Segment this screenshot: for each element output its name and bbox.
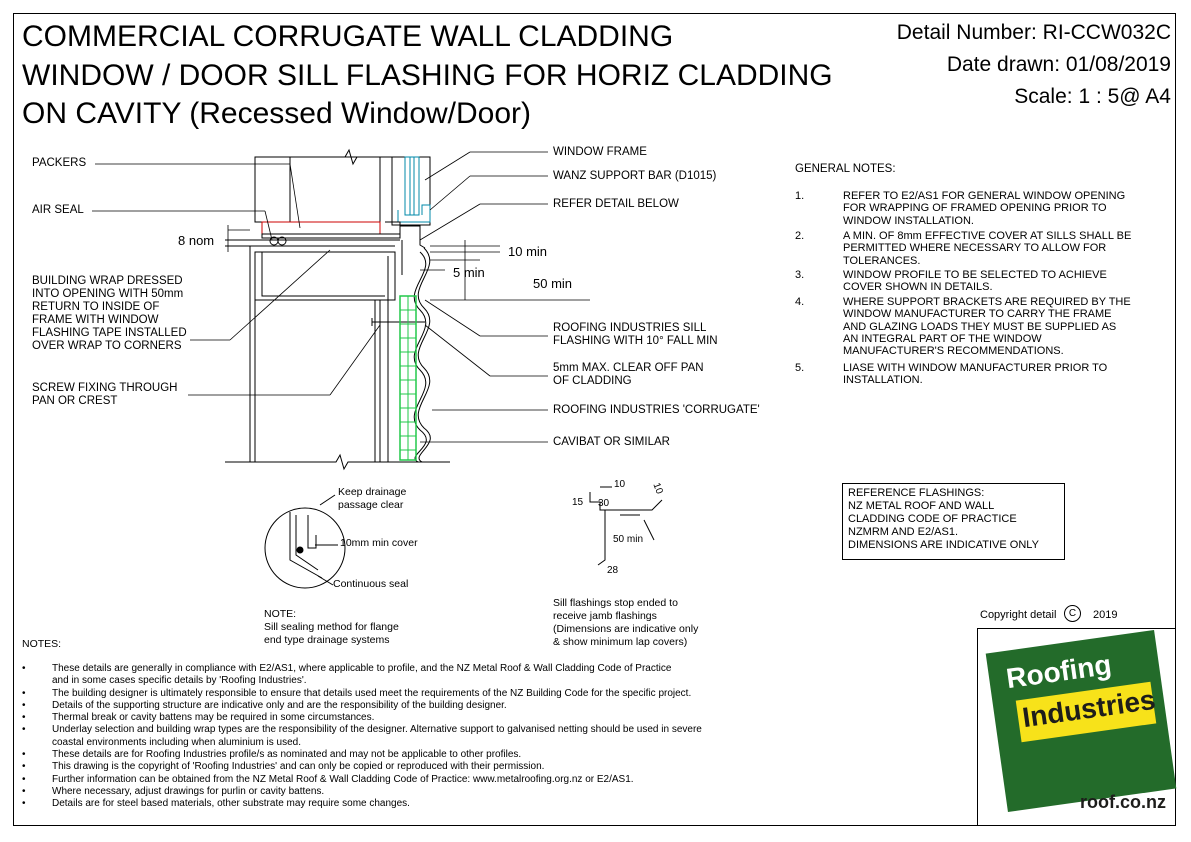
corrugate-profile (413, 251, 427, 463)
logo-url: roof.co.nz (1080, 792, 1166, 812)
logo-panel (977, 628, 1176, 826)
dim-50-min: 50 min (533, 276, 573, 291)
notes-list: •These details are generally in complian… (22, 663, 702, 810)
label-packers: PACKERS (32, 157, 87, 169)
profile-dim-30: 30 (598, 498, 610, 509)
detail-number: Detail Number: RI-CCW032C (896, 21, 1171, 44)
flashing-profile (589, 486, 663, 566)
sill-seal-detail (264, 494, 346, 589)
dim-10-min: 10 min (508, 244, 548, 259)
label-window-frame: WINDOW FRAME (553, 146, 647, 158)
dim-8-nom: 8 nom (178, 233, 215, 248)
scale: Scale: 1 : 5@ A4 (1014, 85, 1171, 108)
notes-heading: NOTES: (22, 638, 62, 650)
label-continuous-seal: Continuous seal (333, 578, 409, 590)
label-cover: 10mm min cover (340, 537, 418, 549)
label-corrugate: ROOFING INDUSTRIES 'CORRUGATE' (553, 404, 760, 416)
drawing-border (13, 13, 1176, 826)
profile-dim-10: 10 (614, 479, 626, 490)
title-line-2: WINDOW / DOOR SILL FLASHING FOR HORIZ CL… (22, 59, 833, 92)
label-support-bar: WANZ SUPPORT BAR (D1015) (553, 170, 717, 182)
title-line-3: ON CAVITY (Recessed Window/Door) (22, 97, 532, 130)
copyright-year: 2019 (1093, 609, 1118, 621)
label-cavibat: CAVIBAT OR SIMILAR (553, 436, 670, 448)
title-line-1: COMMERCIAL CORRUGATE WALL CLADDING (22, 20, 674, 53)
general-notes-heading: GENERAL NOTES: (795, 163, 896, 175)
cavibat-strip (399, 295, 417, 461)
dim-5-min: 5 min (453, 265, 485, 280)
profile-dim-50: 50 min (613, 534, 644, 545)
packer-block (261, 221, 381, 235)
copyright-icon: C (1064, 605, 1081, 622)
profile-dim-28: 28 (607, 565, 619, 576)
window-frame-outline (254, 156, 381, 223)
label-air-seal: AIR SEAL (32, 204, 84, 216)
copyright-text: Copyright detail (980, 609, 1057, 621)
label-refer-detail: REFER DETAIL BELOW (553, 198, 679, 210)
profile-dim-15: 15 (572, 497, 584, 508)
reference-flashings-box: REFERENCE FLASHINGS:NZ METAL ROOF AND WA… (842, 483, 1065, 560)
date-drawn: Date drawn: 01/08/2019 (946, 53, 1171, 76)
